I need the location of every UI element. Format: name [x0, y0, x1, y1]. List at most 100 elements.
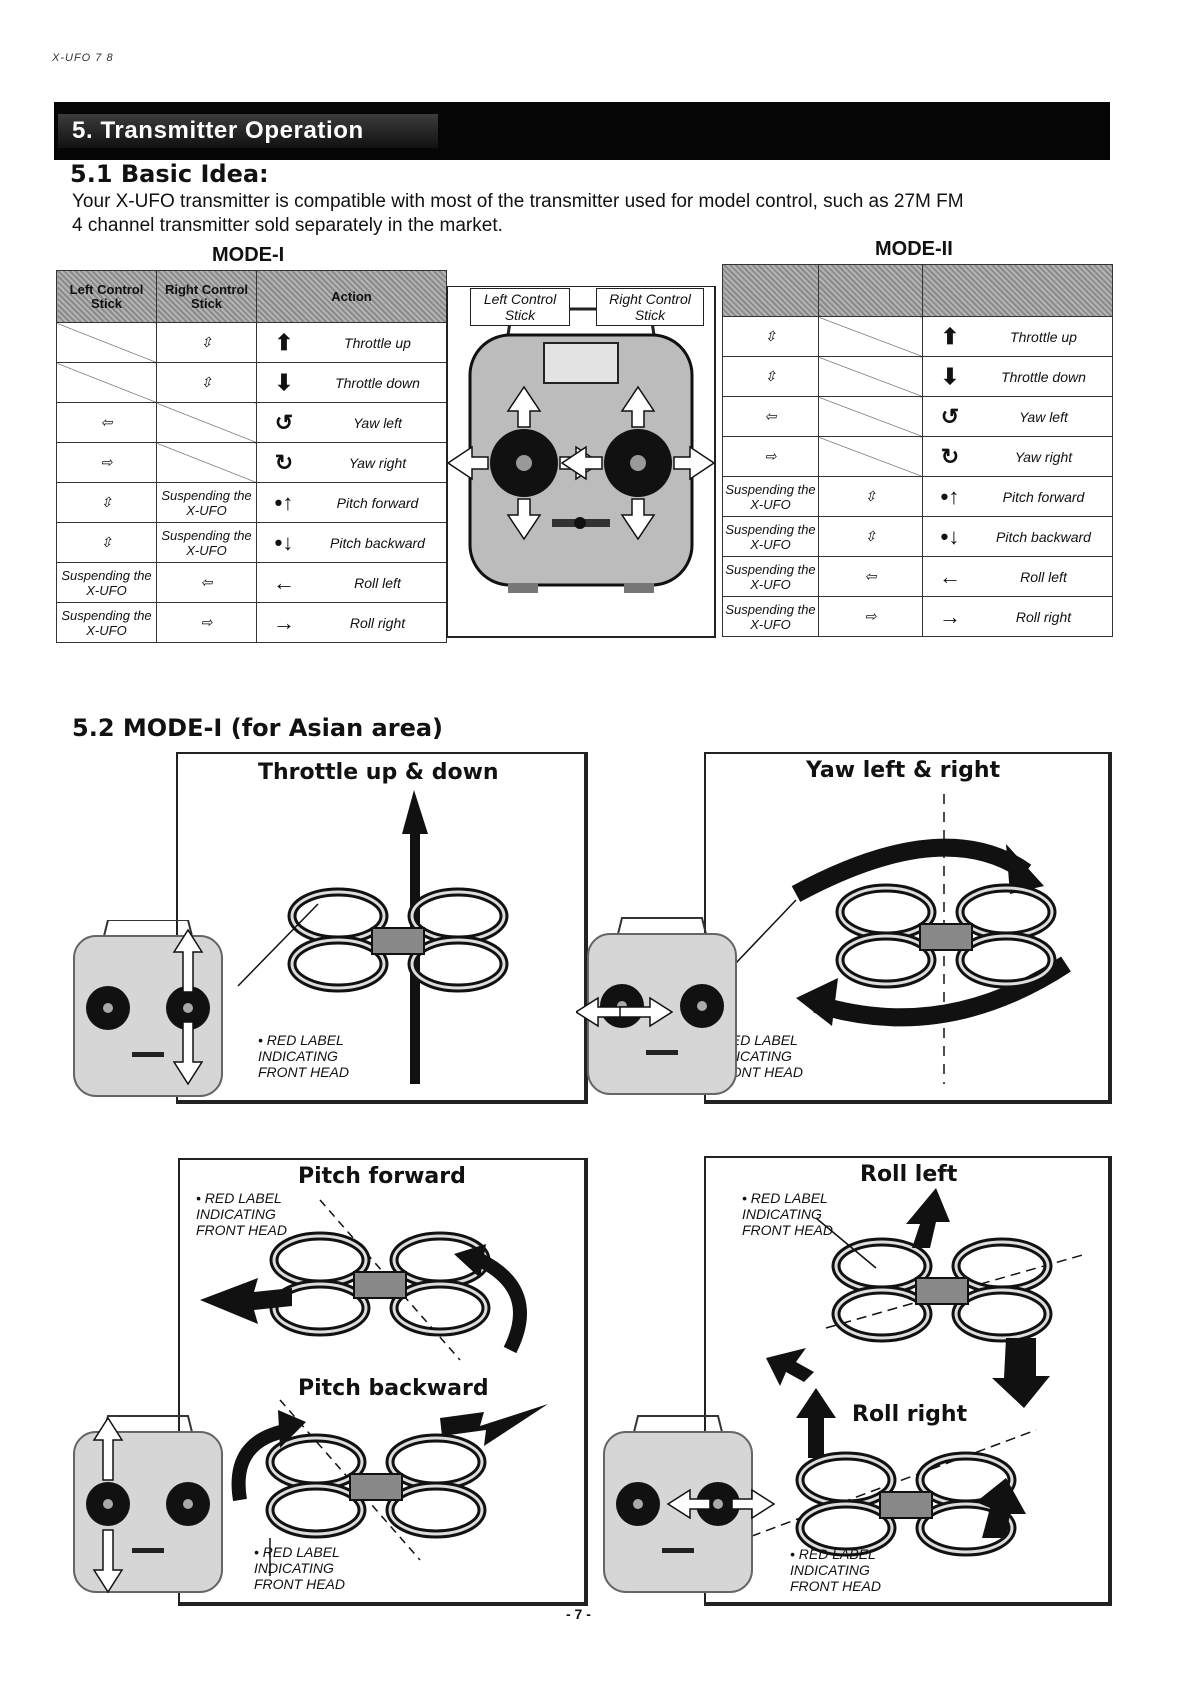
page-number: - 7 -: [566, 1606, 591, 1622]
mode1-row8-right: ⇨: [156, 602, 257, 643]
mode2-label: MODE-II: [875, 238, 953, 260]
roll-illustration: [735, 1188, 1087, 1602]
mode1-row5-left: ⇳: [56, 482, 157, 523]
mode2-row2-left: ⇳: [722, 356, 819, 397]
roll-left-title: Roll left: [860, 1162, 958, 1187]
mode1-row6-action: Pitch backward: [330, 534, 425, 551]
mode1-row1-action: Throttle up: [344, 334, 411, 351]
roll-right-red-label: • RED LABEL INDICATING FRONT HEAD: [790, 1546, 881, 1594]
mode2-header-left: [722, 264, 819, 317]
throttle-title: Throttle up & down: [258, 760, 499, 785]
mode1-row4-left: ⇨: [56, 442, 157, 483]
roll-remote: [603, 1415, 776, 1593]
transmitter-right-label: Right Control Stick: [596, 288, 704, 326]
mode2-row1-right: [818, 316, 923, 357]
section-title-bar: 5. Transmitter Operation: [54, 102, 1110, 160]
mode2-row5-action: Pitch forward: [1002, 488, 1085, 505]
yaw-panel: Yaw left & right • RED LABEL INDICATING …: [704, 752, 1112, 1104]
mode1-row6-right: Suspending the X-UFO: [156, 522, 257, 563]
yaw-title: Yaw left & right: [806, 758, 1001, 783]
mode1-table: Left Control Stick Right Control Stick A…: [56, 270, 447, 643]
section-title: 5. Transmitter Operation: [58, 114, 438, 148]
intro-line-1: Your X-UFO transmitter is compatible wit…: [72, 191, 964, 212]
mode2-row4-right: [818, 436, 923, 477]
mode1-row8-action: Roll right: [349, 614, 406, 631]
yaw-remote: [576, 917, 737, 1095]
arrow-up-icon: ⬆: [274, 329, 294, 355]
pitch-backward-icon: •↓: [940, 523, 960, 549]
pitch-backward-icon: •↓: [274, 529, 294, 555]
yaw-illustration: [715, 794, 1071, 1084]
arrow-down-icon: ⬇: [274, 369, 294, 395]
pitch-illustration: [200, 1199, 548, 1576]
mode1-row3-right: [156, 402, 257, 443]
pitch-backward-title: Pitch backward: [298, 1376, 489, 1401]
mode1-section-heading: 5.2 MODE-I (for Asian area): [72, 714, 444, 742]
arrow-up-icon: ⬆: [940, 323, 960, 349]
mode1-header-action: Action: [256, 270, 447, 323]
roll-right-title: Roll right: [852, 1402, 968, 1427]
mode2-row1-left: ⇳: [722, 316, 819, 357]
mode2-row6-left: Suspending the X-UFO: [722, 516, 819, 557]
mode2-row6-action: Pitch backward: [996, 528, 1091, 545]
mode2-row8-action: Roll right: [1015, 608, 1072, 625]
mode2-header-right: [818, 264, 923, 317]
mode1-header-left: Left Control Stick: [56, 270, 157, 323]
arrow-left-icon: ←: [939, 563, 961, 589]
mode1-row1-left: [56, 322, 157, 363]
document-code: X-UFO 7 8: [52, 52, 114, 64]
mode2-table: ⇳ ⬆ Throttle up ⇳ ⬇ Throttle down ⇦ ↺ Yaw l…: [722, 264, 1113, 637]
mode1-row4-action: Yaw right: [348, 454, 407, 471]
mode1-row6-left: ⇳: [56, 522, 157, 563]
mode1-header-right: Right Control Stick: [156, 270, 257, 323]
mode1-row2-right: ⇳: [156, 362, 257, 403]
rotate-left-icon: ↺: [274, 409, 294, 435]
mode1-row5-right: Suspending the X-UFO: [156, 482, 257, 523]
mode2-row8-left: Suspending the X-UFO: [722, 596, 819, 637]
basic-idea-text: Your X-UFO transmitter is compatible wit…: [72, 190, 1112, 238]
roll-left-red-label: • RED LABEL INDICATING FRONT HEAD: [742, 1190, 833, 1238]
mode2-row1-action: Throttle up: [1010, 328, 1077, 345]
arrow-right-icon: →: [939, 603, 961, 629]
arrow-left-icon: ←: [273, 569, 295, 595]
throttle-remote: [73, 920, 223, 1097]
mode1-label: MODE-I: [212, 244, 285, 266]
mode1-row3-action: Yaw left: [353, 414, 402, 431]
rotate-right-icon: ↻: [940, 443, 960, 469]
mode2-header-action: [922, 264, 1113, 317]
mode2-row8-right: ⇨: [818, 596, 923, 637]
pitch-forward-title: Pitch forward: [298, 1164, 466, 1189]
mode1-row2-action: Throttle down: [335, 374, 420, 391]
mode2-row4-action: Yaw right: [1014, 448, 1073, 465]
mode1-row5-action: Pitch forward: [336, 494, 419, 511]
mode2-row5-left: Suspending the X-UFO: [722, 476, 819, 517]
pitch-forward-icon: •↑: [274, 489, 294, 515]
arrow-down-icon: ⬇: [940, 363, 960, 389]
mode1-row7-action: Roll left: [354, 574, 401, 591]
intro-line-2: 4 channel transmitter sold separately in…: [72, 215, 503, 236]
mode2-row6-right: ⇳: [818, 516, 923, 557]
pitch-forward-icon: •↑: [940, 483, 960, 509]
transmitter-illustration: [446, 307, 716, 593]
throttle-illustration: [237, 790, 584, 1084]
mode2-row7-right: ⇦: [818, 556, 923, 597]
rotate-left-icon: ↺: [940, 403, 960, 429]
mode2-row2-action: Throttle down: [1001, 368, 1086, 385]
transmitter-diagram: [446, 286, 716, 638]
mode2-row7-action: Roll left: [1020, 568, 1067, 585]
mode1-row7-left: Suspending the X-UFO: [56, 562, 157, 603]
mode2-row2-right: [818, 356, 923, 397]
mode2-row5-right: ⇳: [818, 476, 923, 517]
pitch-remote: [73, 1415, 223, 1594]
throttle-panel: Throttle up & down • RED LABEL INDICATIN…: [176, 752, 588, 1104]
arrow-right-icon: →: [273, 609, 295, 635]
mode1-row7-right: ⇦: [156, 562, 257, 603]
transmitter-left-label: Left Control Stick: [470, 288, 570, 326]
mode2-row3-action: Yaw left: [1019, 408, 1068, 425]
pitch-forward-red-label: • RED LABEL INDICATING FRONT HEAD: [196, 1190, 287, 1238]
mode2-row4-left: ⇨: [722, 436, 819, 477]
mode1-row8-left: Suspending the X-UFO: [56, 602, 157, 643]
basic-idea-heading: 5.1 Basic Idea:: [70, 160, 269, 188]
mode2-row3-right: [818, 396, 923, 437]
mode1-row1-right: ⇳: [156, 322, 257, 363]
